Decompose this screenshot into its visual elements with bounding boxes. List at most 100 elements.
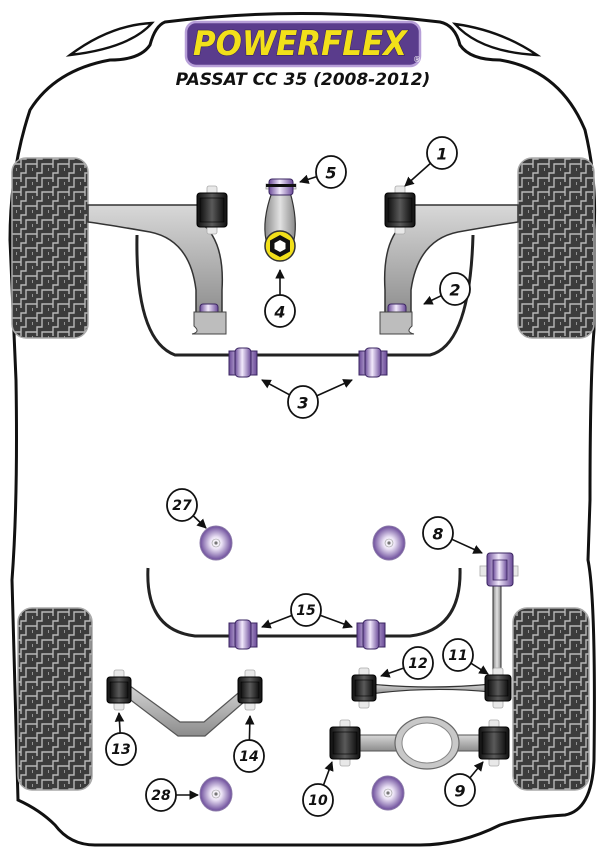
- bush-2[interactable]: [379, 303, 415, 335]
- bush-1-left[interactable]: [196, 185, 228, 235]
- right-mirror-outline: [451, 22, 542, 57]
- callout-arrow: [192, 514, 207, 529]
- callout-label: 14: [239, 749, 258, 765]
- callout-arrow: [451, 538, 483, 554]
- front-right-wishbone: [383, 204, 519, 319]
- powerflex-logo: POWERFLEX ®: [184, 20, 422, 68]
- callout-label: 9: [454, 782, 465, 801]
- callout-9[interactable]: 9: [444, 761, 484, 807]
- bush-2-left[interactable]: [191, 303, 227, 335]
- rear-right-tyre: [512, 607, 590, 791]
- callout-label: 12: [408, 656, 427, 672]
- callout-arrow: [316, 379, 353, 397]
- logo-badge: [184, 20, 422, 68]
- bush-12[interactable]: [351, 667, 377, 709]
- callout-28[interactable]: 28: [145, 778, 199, 812]
- callout-3[interactable]: 3: [261, 379, 353, 419]
- callout-circle: [315, 155, 347, 189]
- bush-4[interactable]: [264, 230, 296, 262]
- callout-arrow: [261, 379, 291, 396]
- left-mirror-outline: [65, 21, 155, 57]
- callout-4[interactable]: 4: [264, 269, 296, 328]
- callout-label: 28: [151, 788, 171, 804]
- bush-13[interactable]: [106, 669, 132, 711]
- callout-circle: [426, 136, 458, 170]
- callout-label: 2: [449, 281, 460, 300]
- bush-10[interactable]: [329, 719, 361, 767]
- callout-circle: [166, 488, 198, 522]
- callout-arrow: [299, 174, 317, 184]
- callout-2[interactable]: 2: [423, 272, 471, 306]
- callout-arrow: [244, 715, 255, 742]
- callout-circle: [290, 593, 322, 627]
- callout-arrow: [380, 667, 405, 678]
- bush-5[interactable]: [265, 178, 297, 196]
- callout-circle: [442, 638, 474, 672]
- callout-label: 11: [448, 648, 467, 664]
- bush-15-right[interactable]: [356, 619, 386, 650]
- callout-13[interactable]: 13: [105, 712, 137, 766]
- callout-circle: [302, 783, 334, 817]
- car-body-outline: [8, 12, 597, 847]
- bush-27-right[interactable]: [372, 525, 406, 561]
- callout-8[interactable]: 8: [422, 516, 483, 554]
- callout-arrow: [114, 712, 125, 735]
- model-title: PASSAT CC 35 (2008-2012): [176, 70, 431, 90]
- bush-27-left[interactable]: [199, 525, 233, 561]
- callout-label: 5: [325, 164, 336, 183]
- bush-28-left[interactable]: [199, 776, 233, 812]
- callout-5[interactable]: 5: [299, 155, 347, 189]
- callout-label: 13: [111, 742, 130, 758]
- callout-15[interactable]: 15: [261, 593, 353, 629]
- callout-arrow: [261, 614, 293, 629]
- callout-1[interactable]: 1: [404, 136, 458, 187]
- callout-circle: [422, 516, 454, 550]
- callout-27[interactable]: 27: [166, 488, 207, 529]
- front-right-tyre: [517, 157, 595, 339]
- callout-circle: [264, 294, 296, 328]
- callout-circle: [402, 646, 434, 680]
- bush-11[interactable]: [484, 667, 512, 709]
- callout-arrow: [423, 294, 442, 305]
- callout-arrow: [468, 761, 484, 779]
- bush-9[interactable]: [478, 719, 510, 767]
- bush-15-left[interactable]: [228, 619, 258, 650]
- front-left-tyre: [11, 157, 89, 339]
- bush-3-left[interactable]: [228, 347, 258, 378]
- rear-anti-roll-bar: [146, 567, 462, 638]
- registered-mark: ®: [413, 55, 421, 64]
- callout-circle: [145, 778, 177, 812]
- bush-28-right[interactable]: [371, 775, 405, 811]
- rear-upper-arm: [369, 683, 493, 695]
- callout-label: 3: [297, 394, 308, 413]
- rear-lower-arm: [123, 681, 253, 737]
- brand-text: POWERFLEX: [193, 24, 409, 64]
- bush-8[interactable]: [479, 552, 519, 587]
- callout-arrow: [319, 614, 353, 629]
- callout-label: 10: [308, 793, 328, 809]
- callout-14[interactable]: 14: [233, 715, 265, 773]
- callout-11[interactable]: 11: [442, 638, 489, 675]
- callout-arrow: [322, 761, 334, 787]
- callout-circle: [444, 773, 476, 807]
- bush-14[interactable]: [237, 669, 263, 711]
- callout-arrow: [404, 162, 432, 187]
- callout-label: 8: [432, 525, 443, 544]
- callout-arrow: [470, 662, 489, 675]
- front-left-wishbone: [87, 204, 224, 319]
- bush-1[interactable]: [384, 185, 416, 235]
- callout-circle: [105, 732, 137, 766]
- callout-circle: [233, 739, 265, 773]
- callout-label: 27: [172, 498, 192, 514]
- rear-left-tyre: [17, 607, 93, 791]
- rear-trailing-arm: [354, 716, 488, 770]
- callout-circle: [287, 385, 319, 419]
- callout-12[interactable]: 12: [380, 646, 434, 680]
- callout-label: 15: [296, 603, 316, 619]
- bush-3-right[interactable]: [358, 347, 388, 378]
- callout-10[interactable]: 10: [302, 761, 334, 817]
- callout-circle: [439, 272, 471, 306]
- callout-label: 4: [273, 303, 285, 322]
- callout-label: 1: [436, 145, 447, 164]
